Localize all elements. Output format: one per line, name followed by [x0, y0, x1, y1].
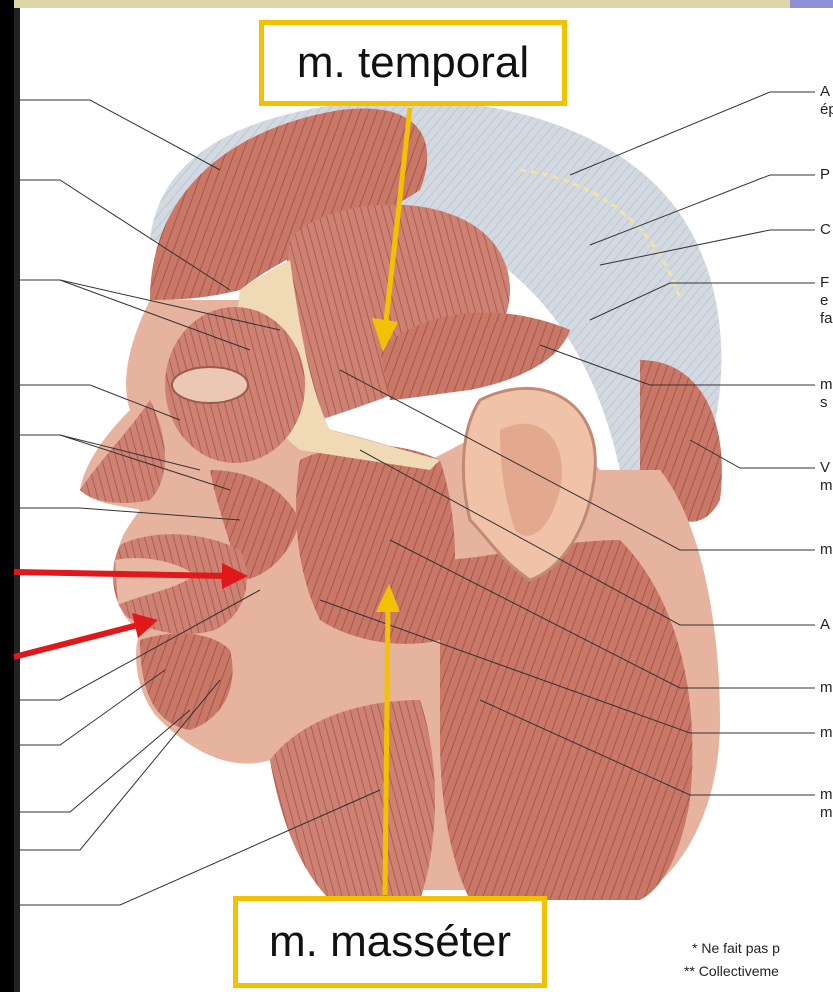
eye [172, 367, 248, 403]
right-label-3: C [820, 221, 831, 239]
right-label-10: m [820, 724, 833, 742]
right-label-9: m [820, 679, 833, 697]
right-label-8: A [820, 616, 830, 634]
right-label-2: P [820, 166, 830, 184]
left-border-edge [14, 8, 20, 992]
head [80, 100, 722, 900]
right-label-7: m [820, 541, 833, 559]
temporal-callout-label: m. temporal [259, 20, 567, 106]
masseter-callout-label: m. masséter [233, 896, 547, 988]
nose [80, 400, 165, 503]
footnote-1: * Ne fait pas p [692, 940, 780, 956]
footnote-2: ** Collectiveme [684, 963, 779, 979]
left-border [0, 0, 14, 992]
top-bar-accent [790, 0, 833, 8]
masseter-muscle [296, 445, 455, 644]
top-bar [0, 0, 833, 8]
